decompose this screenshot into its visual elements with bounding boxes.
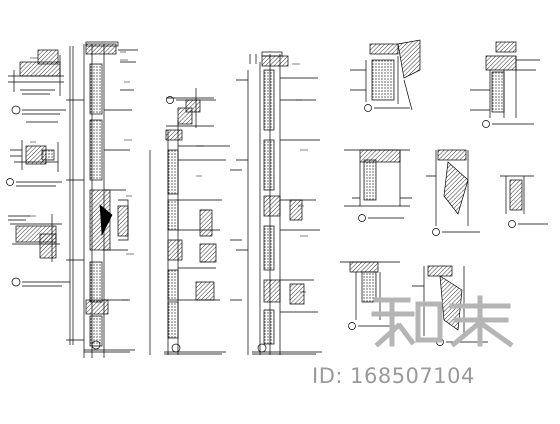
detail-middle-right <box>426 149 480 236</box>
detail-3 <box>8 214 70 287</box>
detail-far-right <box>500 175 548 228</box>
detail-top-center <box>350 39 421 112</box>
wall-section-4 <box>66 41 138 358</box>
watermark-id: ID: 168507104 <box>312 364 475 388</box>
detail-middle-center <box>344 149 412 222</box>
wall-section-5 <box>149 120 242 355</box>
dimension-ticks <box>28 51 308 301</box>
detail-2 <box>6 140 62 187</box>
detail-right-1 <box>166 88 216 128</box>
detail-1 <box>8 49 66 123</box>
detail-top-right <box>470 41 540 128</box>
watermark-logo <box>371 295 514 348</box>
wall-section-6 <box>236 51 322 355</box>
